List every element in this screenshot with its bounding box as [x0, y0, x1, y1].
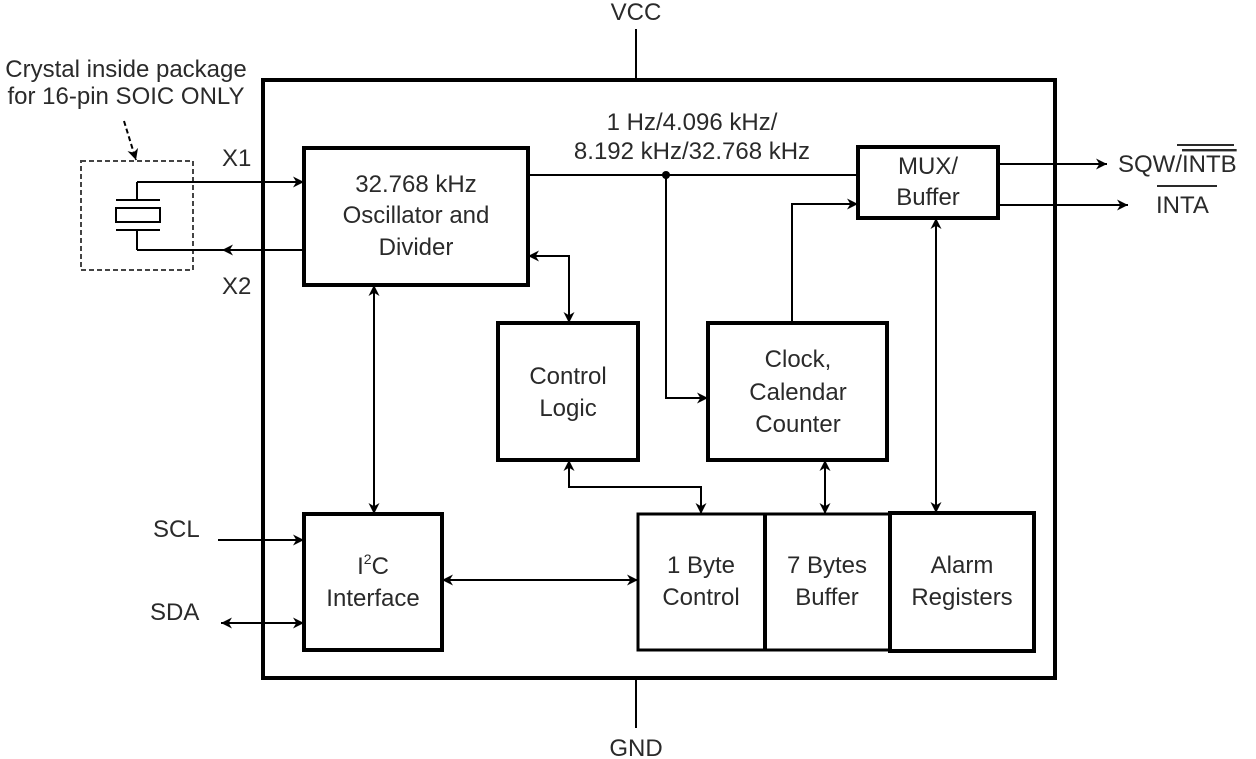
alarm-line1: Alarm — [931, 552, 994, 579]
inta-label: INTA — [1156, 192, 1209, 219]
vcc-label: VCC — [611, 0, 662, 26]
clock-line2: Calendar — [749, 379, 846, 406]
oscillator-line1: 32.768 kHz — [355, 171, 476, 198]
scl-label: SCL — [153, 516, 200, 543]
osc-control-link — [528, 250, 575, 323]
mux-buffer-block: MUX/ Buffer — [856, 145, 1000, 220]
x1-label: X1 — [222, 145, 251, 172]
gnd-label: GND — [609, 735, 662, 759]
chip-boundary — [261, 78, 1057, 680]
crystal-note-line2: for 16-pin SOIC ONLY — [8, 83, 245, 110]
sqw-label: SQW/INTB — [1118, 151, 1237, 178]
bytes-buffer-block: 7 Bytes Buffer — [763, 512, 892, 652]
clock-line1: Clock, — [765, 346, 832, 373]
bytes-buffer-line2: Buffer — [795, 584, 859, 611]
alarm-registers-block: Alarm Registers — [888, 511, 1036, 653]
i2c-line1: I2C — [357, 551, 389, 580]
bytes-buffer-line1: 7 Bytes — [787, 552, 867, 579]
mux-line1: MUX/ — [898, 153, 958, 180]
crystal-package-outline — [80, 160, 194, 271]
freq-to-clock-line — [665, 175, 708, 404]
control-logic-block: Control Logic — [496, 321, 640, 462]
i2c-line2: Interface — [326, 585, 419, 612]
control-logic-line2: Logic — [539, 395, 596, 422]
oscillator-block: 32.768 kHz Oscillator and Divider — [302, 146, 530, 287]
oscillator-line3: Divider — [379, 234, 454, 261]
byte-control-line1: 1 Byte — [667, 552, 735, 579]
byte-control-line2: Control — [662, 584, 739, 611]
crystal-note-line1: Crystal inside package — [5, 56, 246, 83]
byte-control-block: 1 Byte Control — [636, 512, 767, 652]
sda-label: SDA — [150, 599, 199, 626]
clock-calendar-block: Clock, Calendar Counter — [706, 321, 889, 462]
freq-label-line1: 1 Hz/4.096 kHz/ — [607, 109, 778, 136]
x2-label: X2 — [222, 273, 251, 300]
alarm-line2: Registers — [911, 584, 1012, 611]
clock-line3: Counter — [755, 411, 840, 438]
oscillator-line2: Oscillator and — [343, 202, 490, 229]
crystal-note-arrow — [123, 120, 139, 161]
clock-to-mux-line — [791, 198, 858, 323]
mux-line2: Buffer — [896, 184, 960, 211]
control-byte-link — [563, 460, 707, 514]
freq-label-line2: 8.192 kHz/32.768 kHz — [574, 138, 810, 165]
crystal-icon — [115, 182, 161, 250]
control-logic-line1: Control — [529, 363, 606, 390]
i2c-interface-block: I2C Interface — [302, 512, 444, 652]
